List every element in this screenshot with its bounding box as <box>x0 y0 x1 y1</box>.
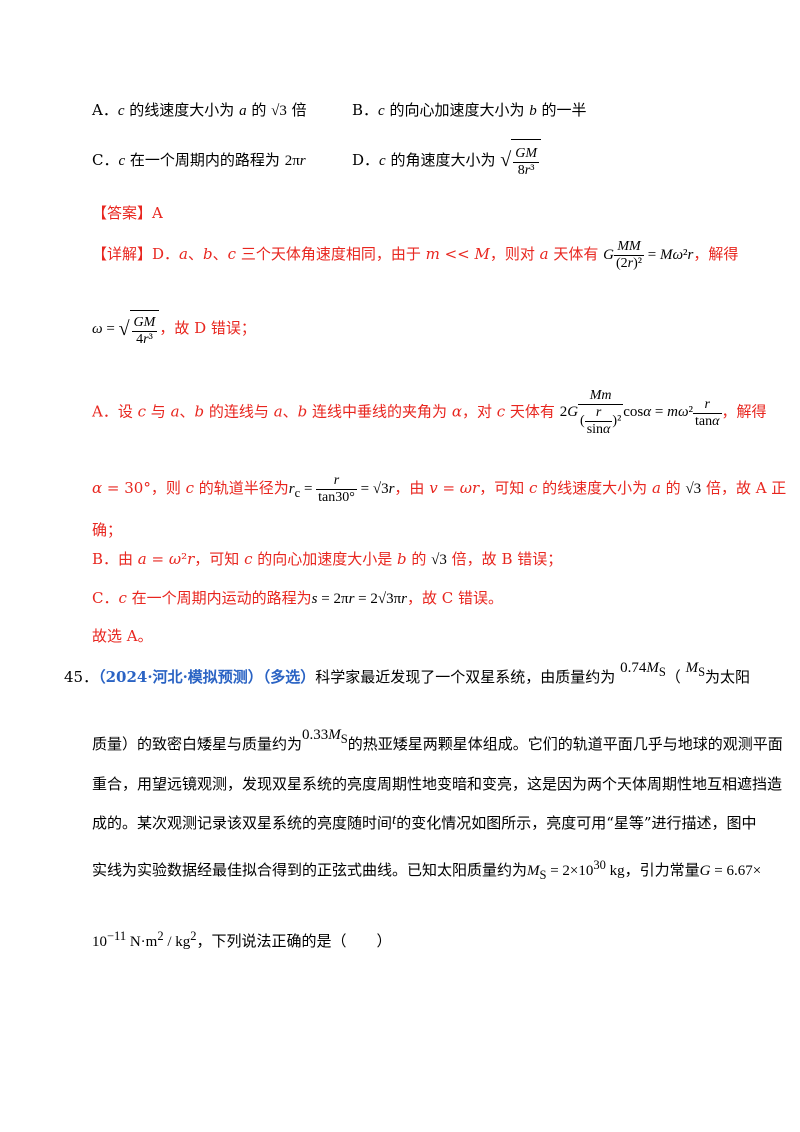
answer-tag: 【答案】 <box>92 204 153 222</box>
q45-text-2b: 的热亚矮星两颗星体组成。它们的轨道平面几乎与地球的观测平面 <box>347 735 783 753</box>
detail-line-7: C．c 在一个周期内运动的路程为s = 2πr = 2√3πr，故 C 错误。 <box>92 589 504 607</box>
equation-path-length: s = 2πr = 2√3πr <box>311 591 408 607</box>
option-a: A．c 的线速度大小为 a 的 √3 倍 <box>92 101 307 119</box>
question-source: （2024·河北·模拟预测）（多选） <box>98 668 316 686</box>
detail-tag: 【详解】 <box>92 245 153 263</box>
q45-text-3: 重合，用望远镜观测，发现双星系统的亮度周期性地变暗和变亮，这是因为两个天体周期性… <box>92 775 783 793</box>
q45-text-4t: t <box>392 812 397 828</box>
q45-text-4a: 成的。某次观测记录该双星系统的亮度随时间 <box>92 814 393 832</box>
equation-g-units: 10−11 N·m2 / kg2 <box>92 929 197 950</box>
detail-line-5-text: 确； <box>92 521 123 539</box>
detail-line-6: B．由 a = ω²r，可知 c 的向心加速度大小是 b 的 √3 倍，故 B … <box>92 550 563 568</box>
answer-line: 【答案】A <box>92 203 163 223</box>
q45-line-3: 重合，用望远镜观测，发现双星系统的亮度周期性地变暗和变亮，这是因为两个天体周期性… <box>92 774 782 794</box>
equation-gravitational-constant: G = 6.67× <box>699 863 762 879</box>
q45-text-5b: ，引力常量 <box>624 861 700 879</box>
detail-line-5: 确； <box>92 520 122 540</box>
q45-line-2: 质量）的致密白矮星与质量约为0.33MS的热亚矮星两颗星体组成。它们的轨道平面几… <box>92 727 783 753</box>
q45-line-5: 实线为实验数据经最佳拟合得到的正弦式曲线。已知太阳质量约为MS = 2×1030… <box>92 855 761 885</box>
option-c: C．c 在一个周期内的路程为 2πr <box>92 151 306 169</box>
q45-text-2a: 质量）的致密白矮星与质量约为 <box>92 735 303 753</box>
detail-line-2-post: ，故 D 错误； <box>159 319 256 337</box>
q45-line-4: 成的。某次观测记录该双星系统的亮度随时间t的变化情况如图所示，亮度可用“星等”进… <box>92 812 757 834</box>
equation-sun-mass: MS = 2×1030 kg <box>527 858 625 882</box>
q45-text-5a: 实线为实验数据经最佳拟合得到的正弦式曲线。已知太阳质量约为 <box>92 861 528 879</box>
detail-line-8-text: 故选 A。 <box>92 627 153 645</box>
q45-text-1: 科学家最近发现了一个双星系统，由质量约为 <box>315 668 616 686</box>
q45-text-4b: 的变化情况如图所示，亮度可用“星等”进行描述，图中 <box>396 814 757 832</box>
question-number: 45． <box>64 668 99 686</box>
detail-line-3: A．设 c 与 a、b 的连线与 a、b 连线中垂线的夹角为 α，对 c 天体有… <box>92 388 767 437</box>
q45-line-1: 45．（2024·河北·模拟预测）（多选）科学家最近发现了一个双星系统，由质量约… <box>64 660 751 686</box>
option-b: B．c 的向心加速度大小为 b 的一半 <box>352 101 587 119</box>
q45-line-6: 10−11 N·m2 / kg2，下列说法正确的是（ ） <box>92 926 392 952</box>
answer-value: A <box>152 204 163 222</box>
detail-line-8: 故选 A。 <box>92 626 153 646</box>
detail-line-1: 【详解】D．a、b、c 三个天体角速度相同，由于 m << M，则对 a 天体有… <box>92 239 739 272</box>
q45-text-6b: ，下列说法正确的是（ ） <box>196 932 392 950</box>
